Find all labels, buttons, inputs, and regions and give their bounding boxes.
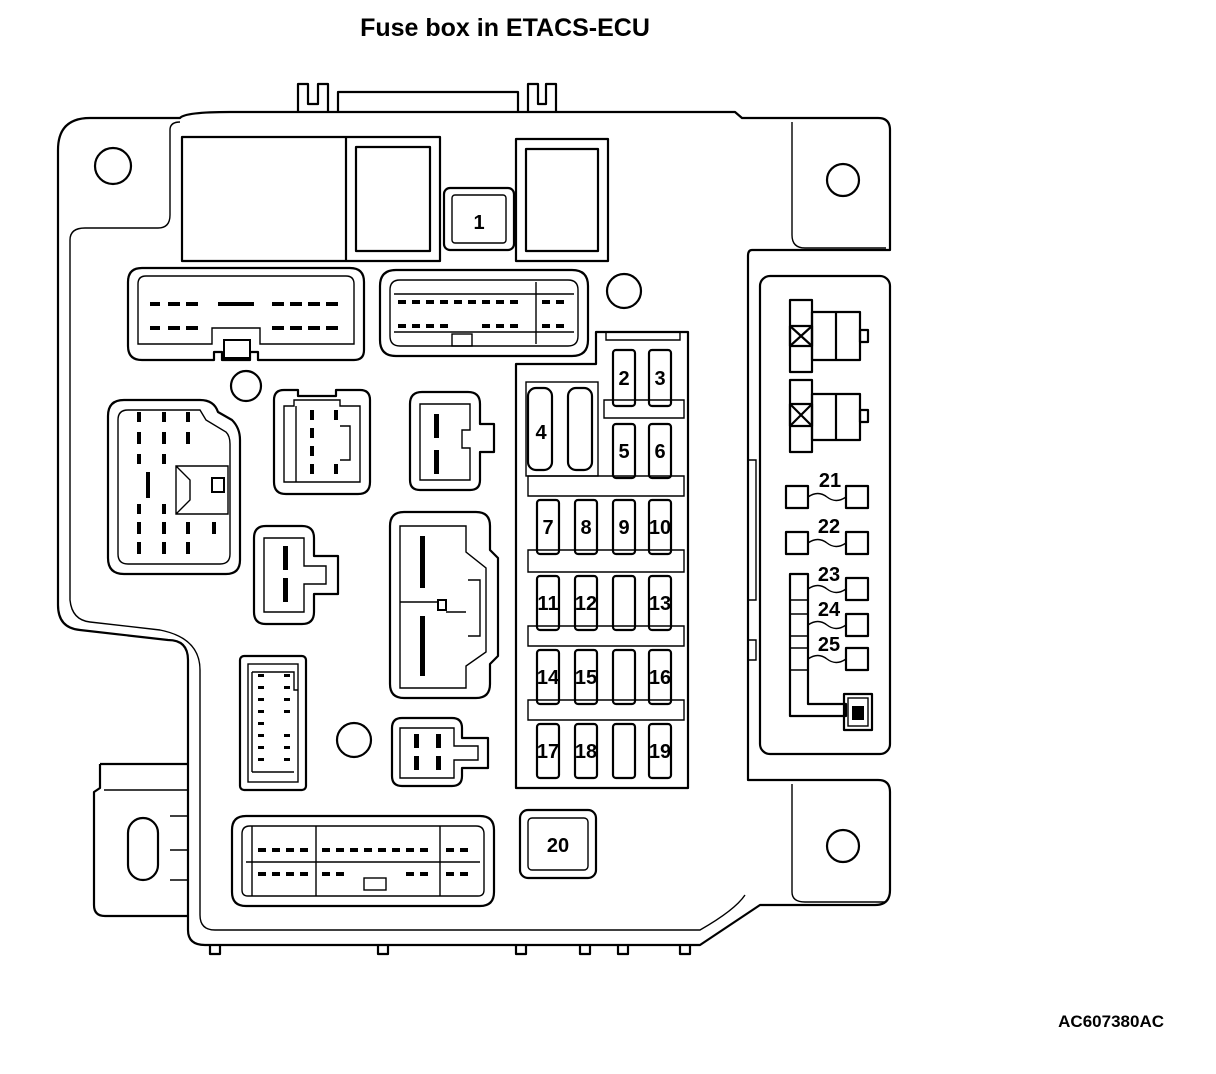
connector-b — [378, 268, 590, 358]
fuse-2-body — [611, 348, 637, 408]
svg-text:20: 20 — [547, 835, 569, 857]
svg-text:23: 23 — [818, 564, 840, 586]
diode-2 — [788, 378, 870, 454]
svg-text:1: 1 — [473, 212, 484, 234]
fuse-15-label: 15 — [575, 667, 597, 689]
fuse-12-body — [573, 574, 599, 632]
connector-i — [390, 716, 490, 788]
fuse-2-label: 2 — [618, 368, 629, 390]
connector-j — [230, 814, 496, 908]
fuse-6-label: 6 — [654, 441, 665, 463]
fuse-17-label: 17 — [537, 741, 559, 763]
fuse-9-label: 9 — [618, 517, 629, 539]
fuse-9-body — [611, 498, 637, 556]
housing-outline — [56, 82, 892, 956]
figure-code: AC607380AC — [1058, 1012, 1164, 1031]
svg-text:22: 22 — [818, 516, 840, 538]
fuse-13-body — [647, 574, 673, 632]
fuse-25: 25 — [807, 634, 870, 672]
connector-h — [238, 654, 308, 792]
fuse-16-body — [647, 648, 673, 706]
fuse-12-label: 12 — [575, 593, 597, 615]
relay-block-top — [180, 135, 610, 263]
fuse-20: 20 — [518, 808, 598, 880]
fuse-8-body — [573, 498, 599, 556]
fuse-3-body — [647, 348, 673, 408]
fuse-7-body — [535, 498, 561, 556]
fuse-19-label: 19 — [649, 741, 671, 763]
connector-f — [252, 524, 340, 626]
right-fuse-panel: 21 22 23 24 25 — [758, 274, 892, 756]
fuse-18-label: 18 — [575, 741, 597, 763]
fuse-24: 24 — [807, 599, 870, 638]
fuse-16-label: 16 — [649, 667, 671, 689]
connector-d — [272, 388, 372, 496]
svg-text:21: 21 — [819, 470, 841, 492]
fuse-4-body — [526, 386, 554, 472]
fuse-10-body — [647, 498, 673, 556]
svg-text:24: 24 — [818, 599, 841, 621]
fuse-11-label: 11 — [537, 593, 558, 615]
fuse-11-body — [535, 574, 561, 632]
fuse-8-label: 8 — [580, 517, 591, 539]
fuse-4-body — [566, 386, 594, 472]
fuse-5-label: 5 — [618, 441, 629, 463]
diagram-title: Fuse box in ETACS-ECU — [360, 14, 650, 42]
fuse-blank-slot — [611, 722, 637, 780]
connector-a — [126, 266, 366, 362]
fuse-7-label: 7 — [542, 517, 553, 539]
fuse-1: 1 — [442, 186, 516, 252]
connector-e — [408, 390, 496, 492]
fuse-14-body — [535, 648, 561, 706]
fuse-block-frame — [514, 330, 690, 790]
fuse-10-label: 10 — [649, 517, 671, 539]
fuse-6-body — [647, 422, 673, 480]
fuse-21: 21 — [784, 470, 870, 510]
fuse-3-label: 3 — [654, 368, 665, 390]
fuse-19-body — [647, 722, 673, 780]
connector-g — [388, 510, 500, 700]
fuse-14-label: 14 — [537, 667, 560, 689]
connector-c — [106, 398, 242, 576]
fuse-23: 23 — [807, 564, 870, 602]
fuse-23-25-common-bar — [788, 572, 874, 732]
fuse-18-body — [573, 722, 599, 780]
fuse-4-label: 4 — [535, 422, 547, 444]
fuse-13-label: 13 — [649, 593, 671, 615]
fuse-blank-slot — [611, 648, 637, 706]
fuse-5-body — [611, 422, 637, 480]
diode-1 — [788, 298, 870, 374]
fuse-15-body — [573, 648, 599, 706]
svg-text:25: 25 — [818, 634, 840, 656]
fuse-blank-slot — [611, 574, 637, 632]
fuse-22: 22 — [784, 516, 870, 556]
fuse-cells: 2 3 5 6 7 8 9 10 11 12 13 14 15 16 17 18 19 4 — [526, 348, 673, 780]
fuse-17-body — [535, 722, 561, 780]
